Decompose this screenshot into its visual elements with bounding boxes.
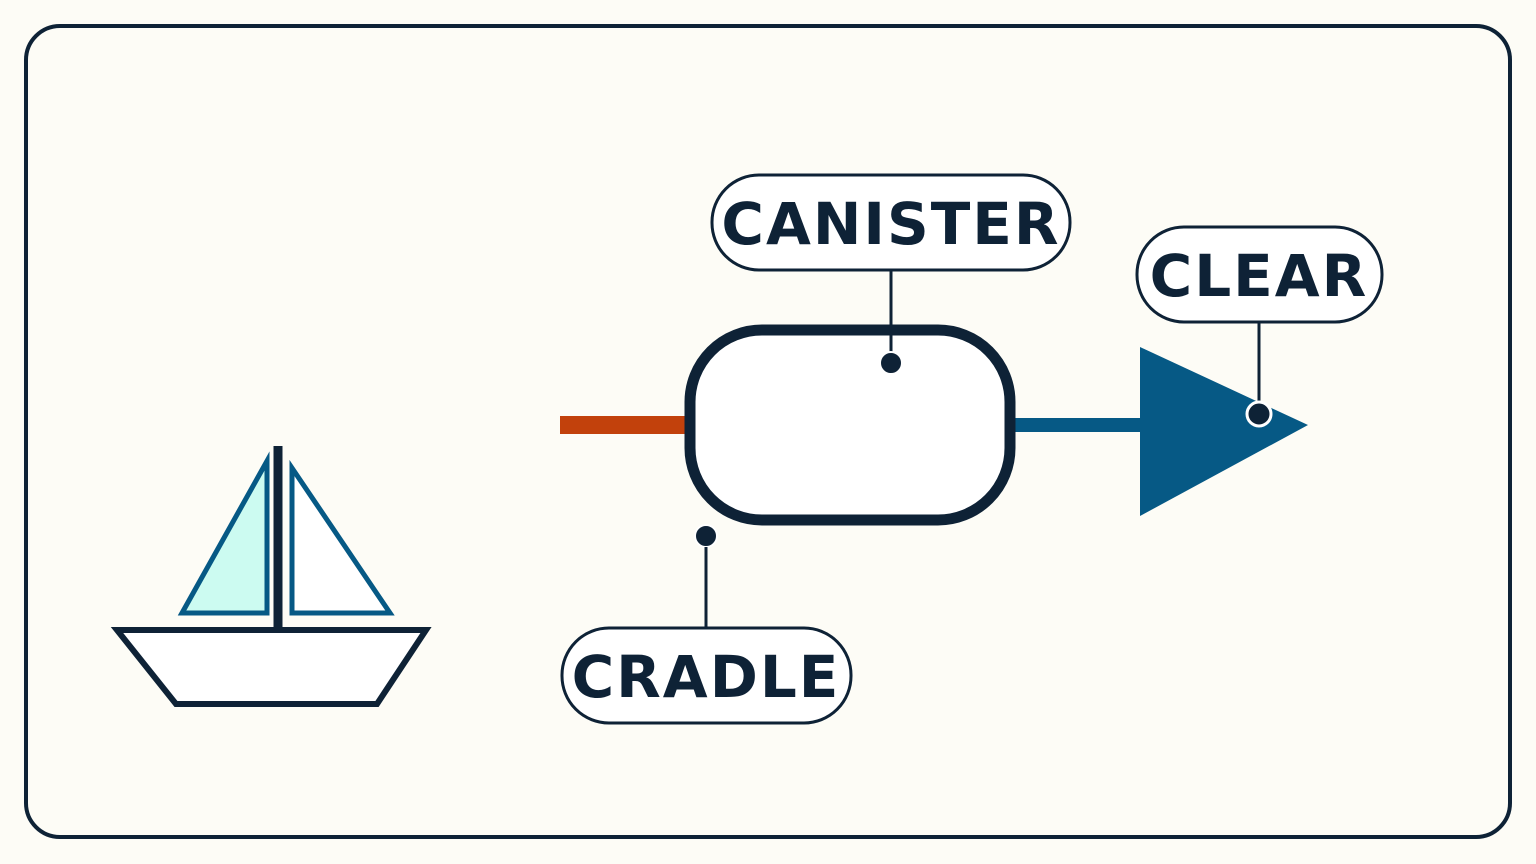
hull [110, 627, 432, 707]
cradle-label-box [560, 626, 853, 725]
clear-label-box [1135, 225, 1384, 324]
canister-callout: CANISTER [710, 173, 1072, 375]
cradle-anchor-dot [694, 524, 718, 548]
sail-right [289, 459, 395, 616]
sail-left [177, 451, 270, 616]
triangle-arrow-icon [1140, 347, 1308, 516]
clear-anchor-dot [1245, 400, 1273, 428]
cradle-callout: CRADLE [560, 524, 853, 725]
sailboat-icon [110, 446, 432, 707]
canister-block [684, 324, 1016, 526]
canister-label: CANISTER [721, 190, 1060, 258]
clear-label: CLEAR [1150, 242, 1369, 310]
canister-label-box [710, 173, 1072, 272]
clear-callout: CLEAR [1135, 225, 1384, 428]
cradle-label: CRADLE [572, 643, 841, 711]
canister-anchor-dot [879, 351, 903, 375]
